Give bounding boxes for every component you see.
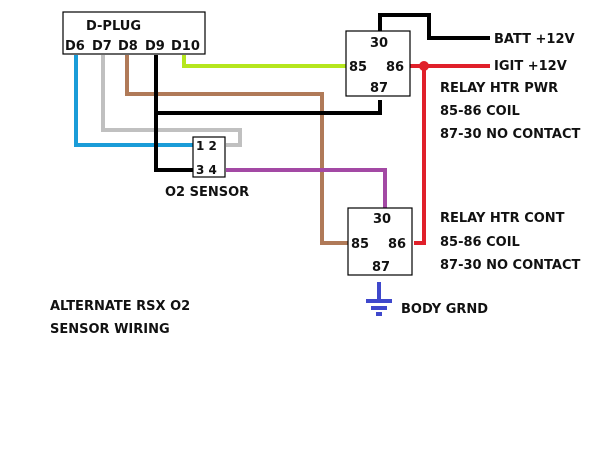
o2-pins-bottom: 3 4 — [196, 163, 217, 177]
batt-label: BATT +12V — [494, 32, 575, 47]
relay-htr-pwr: 30 85 86 87 — [345, 30, 411, 97]
relay-pwr-pin-85: 85 — [349, 60, 367, 75]
relay-pwr-pin-86: 86 — [386, 60, 404, 75]
relay-cont-pin-30: 30 — [373, 212, 391, 227]
ground-icon — [366, 282, 392, 316]
diagram-title-line1: ALTERNATE RSX O2 — [50, 299, 190, 314]
d-plug-pin-d8: D8 — [118, 39, 138, 54]
o2-pins-top: 1 2 — [196, 139, 217, 153]
relay-cont-note-title: RELAY HTR CONT — [440, 211, 565, 226]
wires — [74, 13, 490, 245]
wire-d9-black — [154, 55, 196, 172]
o2-sensor: 1 2 3 4 O2 SENSOR — [165, 136, 249, 200]
wire-d9-to-relay-87 — [156, 100, 382, 115]
o2-sensor-label: O2 SENSOR — [165, 185, 249, 200]
relay-cont-note-contact: 87-30 NO CONTACT — [440, 258, 580, 273]
wire-d7-gray — [101, 55, 242, 147]
junction-dot — [419, 61, 429, 71]
relay-pwr-pin-87: 87 — [370, 81, 388, 96]
wire-red-to-relay-cont-86 — [414, 66, 426, 245]
d-plug-pin-d7: D7 — [92, 39, 112, 54]
igit-label: IGIT +12V — [494, 59, 567, 74]
relay-cont-pin-85: 85 — [351, 237, 369, 252]
relay-cont-pin-86: 86 — [388, 237, 406, 252]
relay-pwr-note-contact: 87-30 NO CONTACT — [440, 127, 580, 142]
d-plug-label: D-PLUG — [86, 19, 141, 34]
wire-batt-black — [378, 13, 490, 40]
diagram-title-line2: SENSOR WIRING — [50, 322, 170, 337]
relay-pwr-pin-30: 30 — [370, 36, 388, 51]
relay-pwr-note-title: RELAY HTR PWR — [440, 81, 558, 96]
relay-pwr-note-coil: 85-86 COIL — [440, 104, 520, 119]
wire-o2-pin4-purple — [226, 168, 387, 208]
d-plug-pin-d10: D10 — [171, 39, 200, 54]
relay-cont-note-coil: 85-86 COIL — [440, 235, 520, 250]
d-plug-pin-d9: D9 — [145, 39, 165, 54]
d-plug: D-PLUG D6 D7 D8 D9 D10 — [62, 11, 206, 55]
relay-cont-pin-87: 87 — [372, 260, 390, 275]
wire-d8-brown — [125, 55, 348, 245]
d-plug-pin-d6: D6 — [65, 39, 85, 54]
ground-label: BODY GRND — [401, 302, 488, 317]
relay-htr-cont: 30 85 86 87 — [347, 207, 413, 276]
wire-d10-green — [182, 55, 346, 68]
